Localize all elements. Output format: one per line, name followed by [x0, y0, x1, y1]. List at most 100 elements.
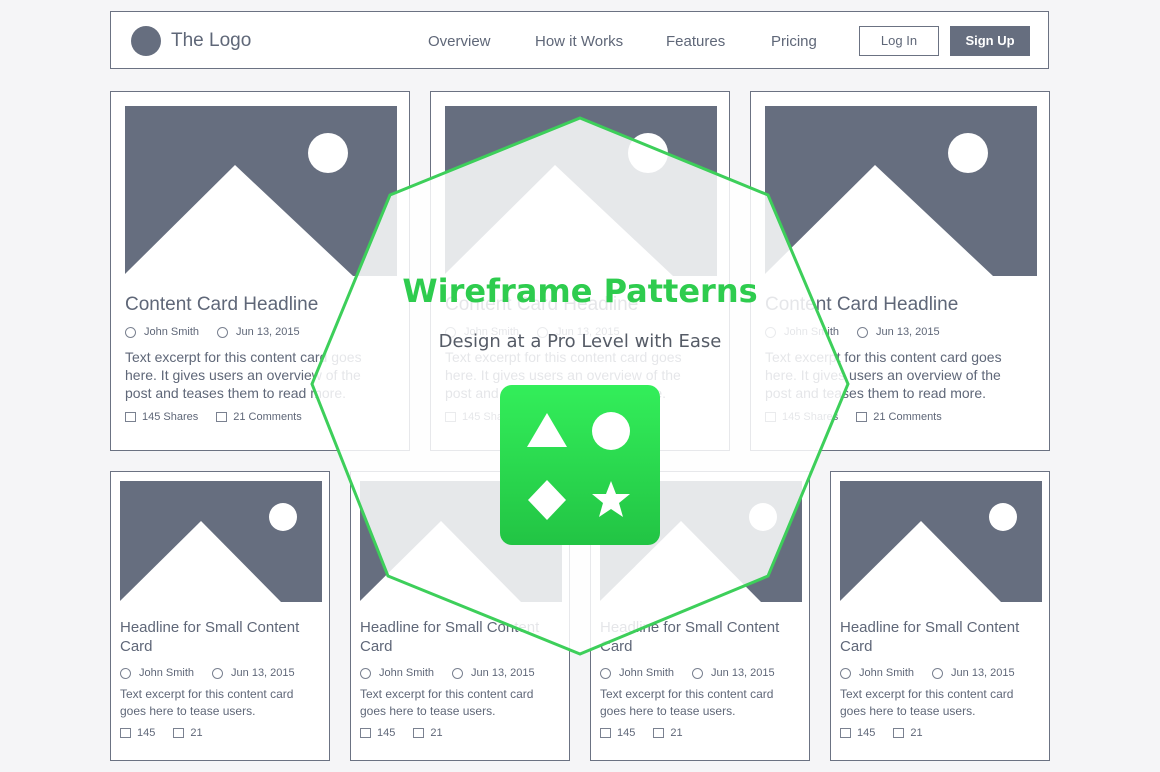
- image-placeholder: [125, 106, 397, 276]
- nav-link-pricing[interactable]: Pricing: [771, 33, 817, 50]
- clock-icon: [692, 667, 704, 679]
- top-nav: The Logo Overview How it Works Features …: [110, 11, 1049, 69]
- clock-icon: [212, 667, 224, 679]
- share-count[interactable]: 145: [377, 727, 396, 739]
- user-icon: [600, 667, 611, 679]
- image-placeholder: [600, 481, 802, 602]
- author-name[interactable]: John Smith: [619, 667, 675, 679]
- card-stats: 145 Shares 21 Comments: [125, 411, 302, 423]
- share-icon[interactable]: [445, 412, 456, 422]
- comment-icon[interactable]: [216, 412, 228, 422]
- nav-link-features[interactable]: Features: [666, 33, 726, 50]
- comment-icon[interactable]: [856, 412, 868, 422]
- image-placeholder: [765, 106, 1037, 276]
- share-count[interactable]: 145: [137, 727, 156, 739]
- sun-circle: [509, 503, 537, 531]
- card-headline[interactable]: Headline for Small Content Card: [840, 619, 1020, 655]
- author-name[interactable]: John Smith: [464, 326, 520, 338]
- share-icon[interactable]: [600, 728, 611, 738]
- user-icon: [445, 326, 456, 338]
- card-excerpt: Text excerpt for this content card goes …: [445, 349, 682, 401]
- comment-count[interactable]: 21 Comments: [873, 411, 942, 423]
- sun-circle: [989, 503, 1017, 531]
- mountain-shape: [360, 521, 521, 602]
- logo-icon[interactable]: [131, 26, 161, 56]
- mountain-shape: [600, 521, 761, 602]
- comment-count[interactable]: 21 Comments: [233, 411, 302, 423]
- user-icon: [765, 326, 776, 338]
- comment-icon[interactable]: [653, 728, 665, 738]
- author-name[interactable]: John Smith: [379, 667, 435, 679]
- comment-count[interactable]: 21: [190, 727, 203, 739]
- share-count[interactable]: 145 Shares: [462, 411, 519, 423]
- card-meta: John Smith Jun 13, 2015: [120, 667, 295, 679]
- card-headline[interactable]: Content Card Headline: [445, 294, 639, 315]
- author-name[interactable]: John Smith: [859, 667, 915, 679]
- sun-circle: [308, 133, 348, 173]
- card-excerpt: Text excerpt for this content card goes …: [125, 349, 362, 401]
- sun-circle: [628, 133, 668, 173]
- author-name[interactable]: John Smith: [144, 326, 200, 338]
- comment-icon[interactable]: [413, 728, 425, 738]
- share-count[interactable]: 145: [617, 727, 636, 739]
- post-date: Jun 13, 2015: [556, 326, 620, 338]
- clock-icon: [857, 326, 869, 338]
- share-count[interactable]: 145 Shares: [142, 411, 199, 423]
- signup-button[interactable]: Sign Up: [950, 26, 1030, 56]
- image-placeholder: [840, 481, 1042, 602]
- nav-link-how-it-works[interactable]: How it Works: [535, 33, 624, 50]
- comment-count[interactable]: 21: [910, 727, 923, 739]
- comment-icon[interactable]: [173, 728, 185, 738]
- card-headline[interactable]: Headline for Small Content Card: [600, 619, 780, 655]
- card-headline[interactable]: Content Card Headline: [125, 294, 319, 315]
- nav-link-overview[interactable]: Overview: [428, 33, 491, 50]
- post-date: Jun 13, 2015: [951, 667, 1015, 679]
- share-icon[interactable]: [120, 728, 131, 738]
- comment-icon[interactable]: [536, 412, 548, 422]
- login-button[interactable]: Log In: [859, 26, 939, 56]
- share-icon[interactable]: [840, 728, 851, 738]
- logo-text[interactable]: The Logo: [171, 30, 252, 51]
- card-headline[interactable]: Content Card Headline: [765, 294, 959, 315]
- share-icon[interactable]: [765, 412, 776, 422]
- post-date: Jun 13, 2015: [711, 667, 775, 679]
- card-excerpt: Text excerpt for this content card goes …: [600, 687, 774, 718]
- share-count[interactable]: 145: [857, 727, 876, 739]
- comment-count[interactable]: 21: [670, 727, 683, 739]
- share-icon[interactable]: [360, 728, 371, 738]
- sun-circle: [948, 133, 988, 173]
- comment-count[interactable]: 21: [430, 727, 443, 739]
- comment-icon[interactable]: [893, 728, 905, 738]
- card-headline[interactable]: Headline for Small Content Card: [120, 619, 300, 655]
- share-icon[interactable]: [125, 412, 136, 422]
- user-icon: [120, 667, 131, 679]
- post-date: Jun 13, 2015: [231, 667, 295, 679]
- post-date: Jun 13, 2015: [876, 326, 940, 338]
- sun-circle: [269, 503, 297, 531]
- card-stats: 145 21: [840, 727, 923, 739]
- mountain-shape: [840, 521, 1001, 602]
- mountain-shape: [120, 521, 281, 602]
- card-excerpt: Text excerpt for this content card goes …: [840, 687, 1014, 718]
- post-date: Jun 13, 2015: [471, 667, 535, 679]
- mountain-shape: [445, 165, 673, 276]
- comment-count[interactable]: 21 Comments: [553, 411, 622, 423]
- user-icon: [360, 667, 371, 679]
- share-count[interactable]: 145 Shares: [782, 411, 839, 423]
- user-icon: [125, 326, 136, 338]
- card-stats: 145 21: [120, 727, 203, 739]
- author-name[interactable]: John Smith: [784, 326, 840, 338]
- card-meta: John Smith Jun 13, 2015: [840, 667, 1015, 679]
- card-excerpt: Text excerpt for this content card goes …: [120, 687, 294, 718]
- card-stats: 145 21: [600, 727, 683, 739]
- card-headline[interactable]: Headline for Small Content Card: [360, 619, 540, 655]
- author-name[interactable]: John Smith: [139, 667, 195, 679]
- clock-icon: [537, 326, 549, 338]
